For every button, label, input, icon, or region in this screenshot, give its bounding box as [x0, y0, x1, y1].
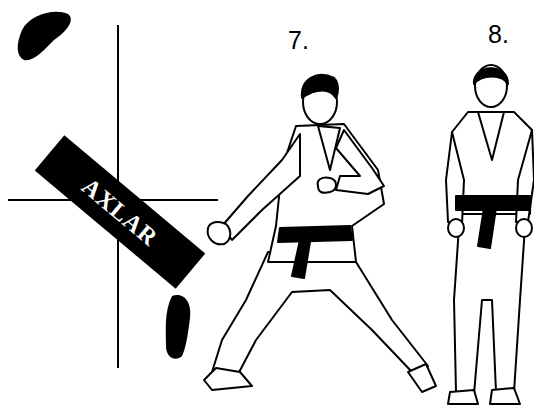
footprint [18, 12, 71, 61]
footprint [166, 295, 191, 359]
crosshair [8, 25, 218, 368]
karate-figure [204, 75, 436, 392]
karate-figure [446, 65, 534, 404]
axis-label: AXLAR [77, 173, 164, 252]
callout-number: 7. [288, 26, 309, 55]
callout-number: 8. [488, 20, 509, 49]
axis-band: AXLAR [35, 135, 206, 289]
